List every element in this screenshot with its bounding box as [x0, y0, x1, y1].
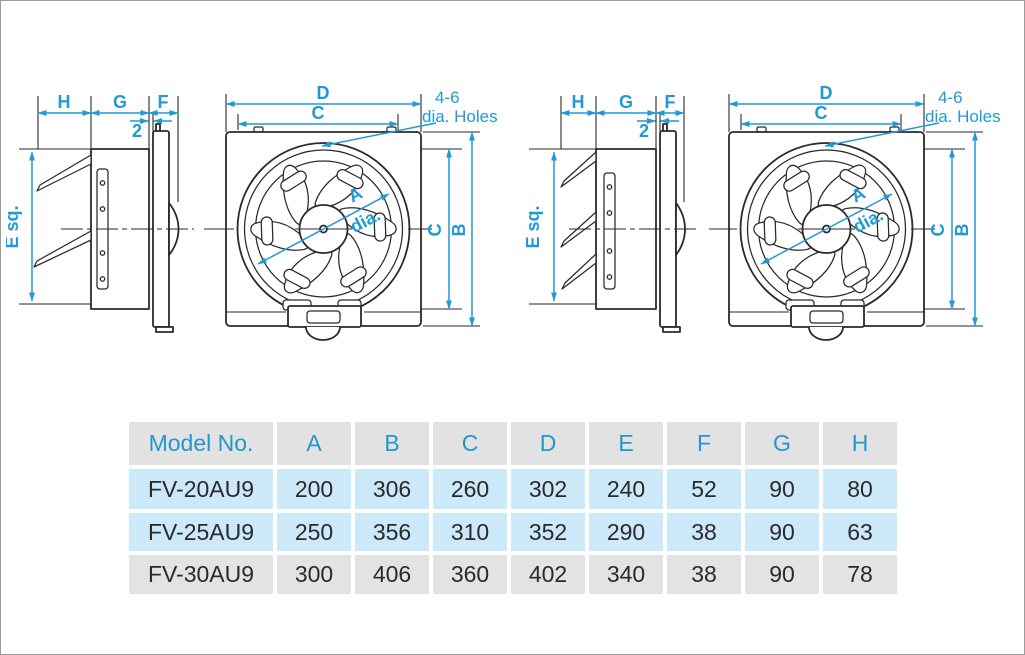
table-header-g: G: [745, 422, 819, 465]
louver-bracket: [603, 172, 616, 290]
table-cell: 306: [355, 469, 429, 509]
holes-note-line1: 4-6: [435, 88, 460, 107]
table-cell: 78: [823, 555, 897, 594]
side-view: [560, 123, 686, 333]
dim-a-diagonal: [760, 193, 893, 265]
front-view: [225, 126, 422, 341]
dimension-lines: [29, 101, 475, 327]
dimension-lines: [551, 101, 978, 327]
table-cell: 360: [433, 555, 507, 594]
dim-label-h: H: [572, 92, 585, 112]
dim-label-g: G: [619, 92, 633, 112]
table-cell: 52: [667, 469, 741, 509]
table-header-d: D: [511, 422, 585, 465]
table-header-b: B: [355, 422, 429, 465]
dim-label-c-right: C: [928, 224, 948, 237]
table-cell: 310: [433, 513, 507, 551]
table-cell: 90: [745, 469, 819, 509]
holes-note-line2: dia. Holes: [422, 107, 498, 126]
table-cell: 290: [589, 513, 663, 551]
switch-slot: [306, 310, 341, 324]
dim-label-e: E sq.: [6, 205, 22, 248]
panel-foot: [662, 326, 681, 333]
front-view: [728, 126, 925, 341]
table-model-cell: FV-30AU9: [129, 555, 273, 594]
dim-label-b: B: [952, 224, 972, 237]
holes-leader: [824, 122, 940, 148]
table-cell: 90: [745, 513, 819, 551]
table-cell: 402: [511, 555, 585, 594]
dim-label-b: B: [449, 224, 469, 237]
table-cell: 80: [823, 469, 897, 509]
housing-knob: [808, 326, 844, 341]
table-cell: 356: [355, 513, 429, 551]
table-cell: 200: [277, 469, 351, 509]
louver-blade: [561, 253, 597, 290]
table-header-model: Model No.: [129, 422, 273, 465]
table-cell: 340: [589, 555, 663, 594]
side-view: [33, 123, 180, 333]
dim-label-c-right: C: [425, 224, 445, 237]
dim-label-f: F: [665, 92, 676, 112]
louver-blade: [33, 230, 92, 268]
table-cell: 38: [667, 555, 741, 594]
holes-leader: [321, 122, 437, 148]
dim-label-gap: 2: [639, 121, 649, 141]
table-cell: 302: [511, 469, 585, 509]
dim-label-f: F: [158, 92, 169, 112]
table-header-f: F: [667, 422, 741, 465]
holes-note-line2: dia. Holes: [925, 107, 1001, 126]
table-cell: 250: [277, 513, 351, 551]
table-model-cell: FV-25AU9: [129, 513, 273, 551]
fan-technical-drawing-left: H G F 2 E sq. D C C B A dia. 4-6 dia. Ho…: [6, 86, 498, 341]
table-cell: 63: [823, 513, 897, 551]
dim-a-diagonal: [257, 193, 390, 265]
table-cell: 38: [667, 513, 741, 551]
table-header-c: C: [433, 422, 507, 465]
dim-label-d: D: [317, 86, 330, 103]
housing-knob: [305, 326, 341, 341]
louver-blade: [560, 151, 597, 188]
dim-label-d: D: [820, 86, 833, 103]
dim-label-h: H: [58, 92, 71, 112]
table-cell: 260: [433, 469, 507, 509]
dim-label-c-top: C: [312, 103, 325, 123]
table-header-a: A: [277, 422, 351, 465]
holes-note-line1: 4-6: [938, 88, 963, 107]
table-cell: 406: [355, 555, 429, 594]
dim-label-g: G: [113, 92, 127, 112]
table-header-h: H: [823, 422, 897, 465]
fan-technical-drawing-right: H G F 2 E sq. D C C B A dia. 4-6 dia. Ho…: [523, 86, 1001, 341]
dim-label-gap: 2: [132, 121, 142, 141]
dimension-table: Model No. A B C D E F G H FV-20AU9 200 3…: [129, 422, 897, 594]
table-model-cell: FV-20AU9: [129, 469, 273, 509]
table-cell: 352: [511, 513, 585, 551]
louver-blade: [36, 154, 92, 192]
dim-label-c-top: C: [815, 103, 828, 123]
table-cell: 90: [745, 555, 819, 594]
table-cell: 300: [277, 555, 351, 594]
table-header-e: E: [589, 422, 663, 465]
table-cell: 240: [589, 469, 663, 509]
switch-slot: [809, 310, 844, 324]
dim-label-e: E sq.: [523, 205, 543, 248]
panel-foot: [155, 326, 174, 333]
